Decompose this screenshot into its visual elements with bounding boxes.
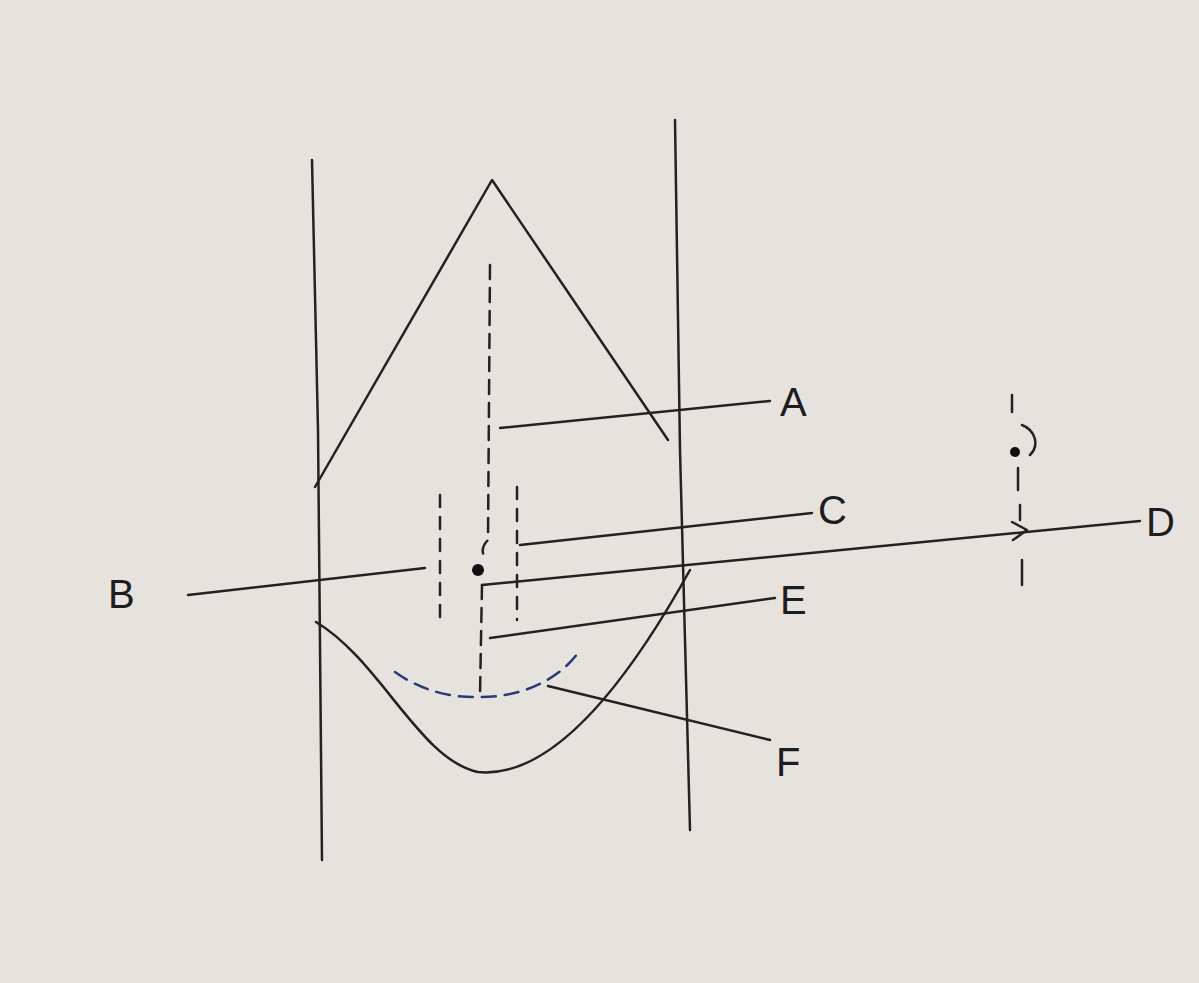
part-label: A [780,382,807,422]
part-label: D [1146,502,1175,542]
part-label: B [108,574,135,614]
small-dashed-line [1012,395,1035,585]
arrow-head [1012,522,1027,540]
upper-outline [315,180,668,487]
left-edge-line [312,160,322,860]
part-label: C [818,490,847,530]
leader-line [520,513,812,545]
dot [472,564,484,576]
right-edge-line [675,120,690,830]
leader-line [490,598,775,638]
leader-line [188,568,425,595]
blue-dashed-arc [395,650,580,697]
part-label: E [780,580,807,620]
dashed-line [439,495,442,625]
dot [1010,447,1020,457]
leader-line [548,686,770,740]
dashed-line [516,487,519,620]
axis-dashed-line [480,265,490,695]
leader-line [482,521,1140,585]
leader-line [500,401,770,428]
part-label: F [776,742,800,782]
lower-outline [316,570,690,772]
